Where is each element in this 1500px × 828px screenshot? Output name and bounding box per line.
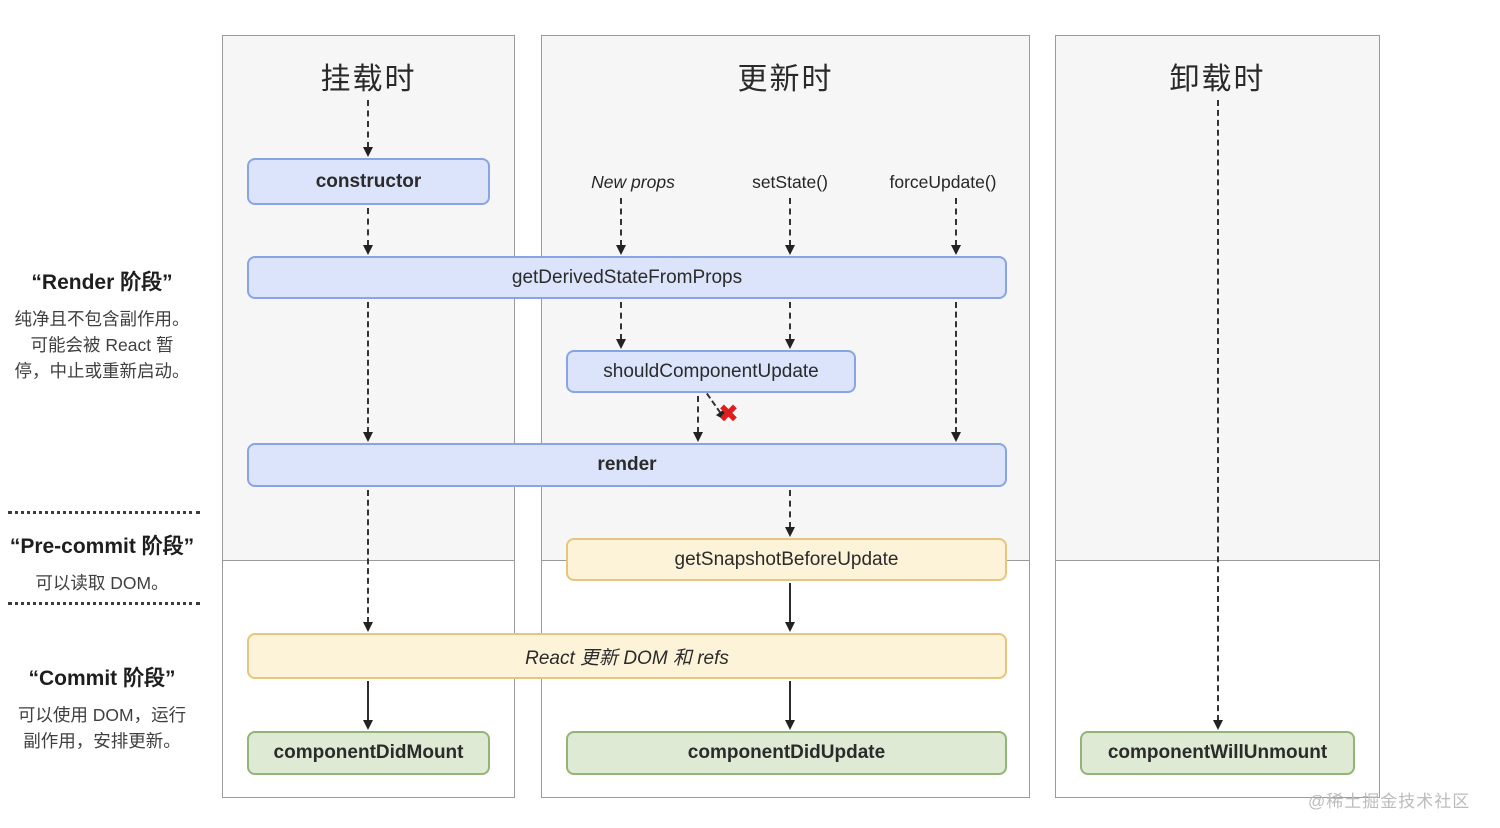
arrow-render-to-getsnapshot — [785, 490, 795, 537]
render-phase-title: “Render 阶段” — [31, 271, 173, 294]
arrow-forceupdate-to-getderived — [951, 198, 961, 255]
arrow-constructor-to-getderived — [363, 208, 373, 255]
watermark: @稀土掘金技术社区 — [1308, 792, 1471, 811]
trigger-new-props: New props — [591, 172, 675, 192]
arrow-render-to-reactupdates-mount — [363, 490, 373, 632]
arrow-getderived-to-shouldupdate-right — [785, 302, 795, 349]
render-phase-desc-line: 停，中止或重新启动。 — [14, 361, 190, 381]
arrow-newprops-to-getderived — [616, 198, 626, 255]
arrow-shouldupdate-to-render — [693, 396, 703, 442]
arrow-reactupdates-to-didupdate — [785, 681, 795, 730]
node-render: render — [247, 443, 1007, 487]
commit-phase-desc-line: 副作用，安排更新。 — [23, 731, 181, 751]
commit-phase-label: “Commit 阶段” 可以使用 DOM，运行 副作用，安排更新。 — [2, 662, 202, 754]
node-get-derived-state-from-props: getDerivedStateFromProps — [247, 256, 1007, 299]
node-component-did-mount: componentDidMount — [247, 731, 490, 775]
arrow-getsnapshot-to-reactupdates — [785, 583, 795, 632]
node-component-did-update: componentDidUpdate — [566, 731, 1007, 775]
render-phase-desc: 纯净且不包含副作用。 可能会被 React 暂 停，中止或重新启动。 — [2, 306, 202, 384]
arrow-getderived-to-render-mount — [363, 302, 373, 442]
column-unmounting-title: 卸载时 — [1169, 63, 1266, 96]
render-phase-label: “Render 阶段” 纯净且不包含副作用。 可能会被 React 暂 停，中止… — [2, 266, 202, 384]
precommit-phase-title: “Pre-commit 阶段” — [9, 535, 195, 558]
arrow-forceupdate-to-render-bypass — [951, 302, 961, 442]
block-update-x-icon: ✖ — [718, 400, 739, 428]
phase-separator-dotted — [8, 602, 200, 605]
node-constructor: constructor — [247, 158, 490, 205]
commit-phase-desc-line: 可以使用 DOM，运行 — [17, 705, 187, 725]
arrow-reactupdates-to-didmount — [363, 681, 373, 730]
trigger-set-state: setState() — [752, 172, 828, 192]
phase-separator-dotted — [8, 511, 200, 514]
trigger-force-update: forceUpdate() — [889, 172, 997, 192]
render-phase-desc-line: 可能会被 React 暂 — [30, 335, 174, 355]
column-updating-title: 更新时 — [737, 63, 834, 96]
node-react-updates-dom: React 更新 DOM 和 refs — [247, 633, 1007, 679]
precommit-phase-desc: 可以读取 DOM。 — [2, 570, 202, 596]
commit-phase-title: “Commit 阶段” — [28, 667, 176, 690]
node-get-snapshot-before-update: getSnapshotBeforeUpdate — [566, 538, 1007, 581]
precommit-phase-label: “Pre-commit 阶段” 可以读取 DOM。 — [2, 530, 202, 596]
arrow-setstate-to-getderived — [785, 198, 795, 255]
commit-phase-desc: 可以使用 DOM，运行 副作用，安排更新。 — [2, 702, 202, 754]
arrow-mount-start-to-constructor — [363, 100, 373, 157]
column-mounting-title: 挂载时 — [320, 63, 417, 96]
render-phase-desc-line: 纯净且不包含副作用。 — [14, 309, 190, 329]
arrow-getderived-to-shouldupdate-left — [616, 302, 626, 349]
arrow-unmount-to-willunmount — [1213, 100, 1223, 730]
node-should-component-update: shouldComponentUpdate — [566, 350, 856, 393]
node-component-will-unmount: componentWillUnmount — [1080, 731, 1355, 775]
precommit-phase-desc-line: 可以读取 DOM。 — [35, 573, 169, 593]
